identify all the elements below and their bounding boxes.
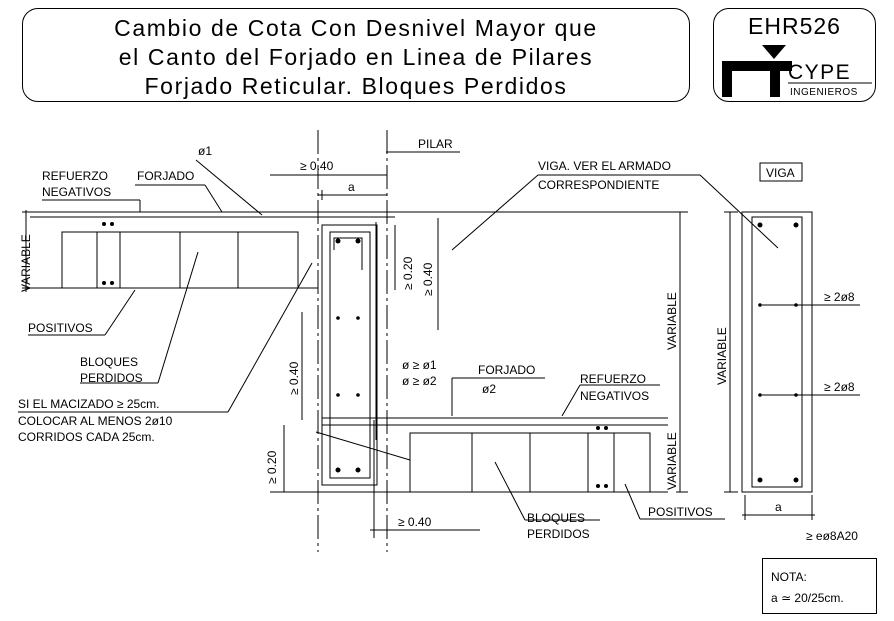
note-text: a ≃ 20/25cm. [771, 591, 844, 605]
label-forjado-1: FORJADO [137, 169, 194, 183]
label-variable-mid: VARIABLE [665, 292, 679, 350]
label-pilar: PILAR [418, 137, 453, 151]
label-colocar: COLOCAR AL MENOS 2ø10 [18, 414, 173, 428]
label-estribo: ≥ eø8A20 [806, 529, 858, 543]
title-line-1: Cambio de Cota Con Desnivel Mayor que [114, 15, 598, 41]
label-refuerzo-2b: NEGATIVOS [580, 389, 649, 403]
title-line-2: el Canto del Forjado en Linea de Pilares [118, 44, 594, 70]
label-bloques-1b: PERDIDOS [80, 371, 143, 385]
label-ge020-left: ≥ 0.20 [265, 450, 279, 484]
logo-sub: INGENIEROS [790, 87, 858, 98]
label-refuerzo-1b: NEGATIVOS [42, 185, 111, 199]
label-phi-ge1: ø ≥ ø1 [402, 358, 437, 372]
label-refuerzo-1a: REFUERZO [42, 169, 108, 183]
label-viga-ver-a: VIGA. VER EL ARMADO [538, 159, 671, 173]
label-a-viga: a [775, 500, 782, 514]
label-positivos-2: POSITIVOS [648, 505, 713, 519]
label-ge040-top: ≥ 0.40 [300, 159, 334, 173]
note-box: NOTA: a ≃ 20/25cm. [762, 558, 877, 614]
label-viga-box: VIGA [766, 166, 795, 180]
label-phi1: ø1 [198, 144, 212, 158]
label-positivos-1: POSITIVOS [28, 321, 93, 335]
logo-brand: CYPE [788, 61, 851, 84]
title-block: Cambio de Cota Con Desnivel Mayor que el… [22, 8, 690, 102]
label-corridos: CORRIDOS CADA 25cm. [18, 430, 155, 444]
label-forjado-2: FORJADO [478, 363, 535, 377]
label-ge040-right: ≥ 0.40 [421, 262, 435, 296]
label-bloques-2b: PERDIDOS [527, 527, 590, 541]
label-phi2: ø2 [482, 382, 496, 396]
label-phi-ge2: ø ≥ ø2 [402, 374, 437, 388]
label-ge2phi8-b: ≥ 2ø8 [824, 380, 855, 394]
label-a-top: a [348, 180, 355, 194]
label-bloques-1a: BLOQUES [80, 355, 138, 369]
label-ge040-left: ≥ 0.40 [287, 361, 301, 395]
logo-block: EHR526 CYPE INGENIEROS [713, 8, 876, 102]
label-viga-ver-b: CORRESPONDIENTE [538, 178, 659, 192]
label-ge2phi8-a: ≥ 2ø8 [824, 290, 855, 304]
title-line-3: Forjado Reticular. Bloques Perdidos [144, 73, 568, 99]
label-ge040-bottom: ≥ 0.40 [398, 515, 432, 529]
drawing-code: EHR526 [748, 13, 841, 39]
label-ge020-right: ≥ 0.20 [401, 256, 415, 290]
label-refuerzo-2a: REFUERZO [580, 372, 646, 386]
label-bloques-2a: BLOQUES [527, 511, 585, 525]
note-head: NOTA: [771, 570, 807, 584]
cype-logo-icon: CYPE INGENIEROS [722, 45, 872, 98]
label-variable-viga: VARIABLE [715, 327, 729, 385]
label-variable-low: VARIABLE [665, 432, 679, 490]
label-variable-left: VARIABLE [19, 234, 33, 292]
label-si-macizado: SI EL MACIZADO ≥ 25cm. [18, 397, 160, 411]
